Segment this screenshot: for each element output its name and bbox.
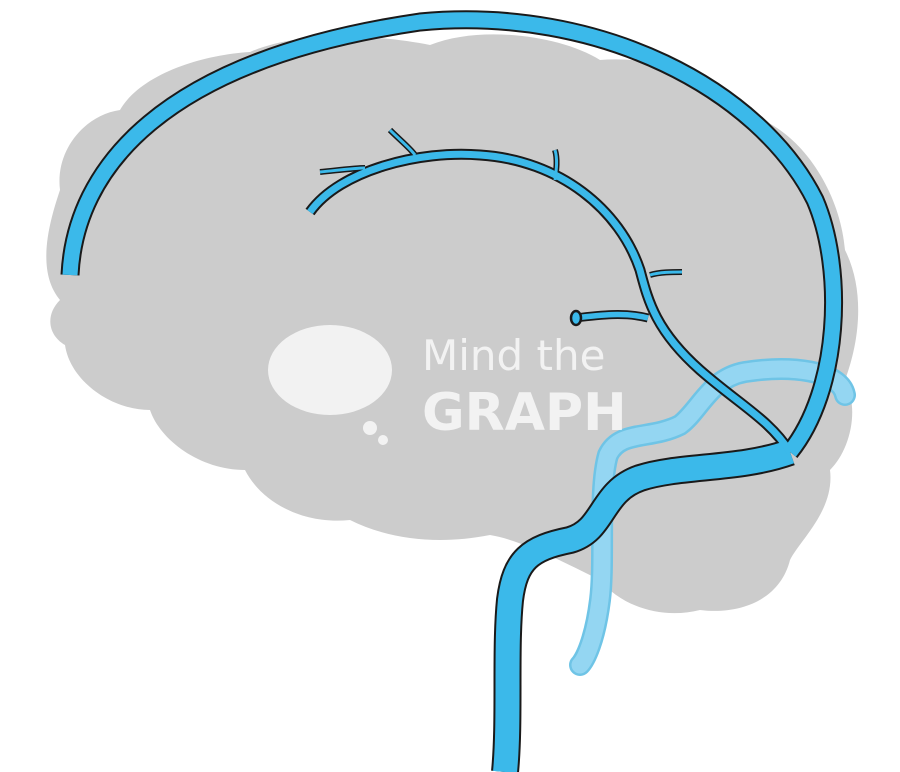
veins: [62, 12, 842, 772]
brain-silhouette: [46, 34, 859, 614]
vein-branch: [388, 128, 417, 156]
faded-vein-fill: [571, 360, 854, 674]
vein-branch: [649, 270, 683, 277]
vein-opening: [569, 309, 583, 327]
transverse-sigmoid-sinus: [493, 440, 795, 772]
watermark-line2: GRAPH: [422, 383, 627, 443]
brain-logo-icon: [268, 325, 392, 445]
mind-the-graph-watermark: Mind the GRAPH: [268, 325, 627, 445]
watermark-line1: Mind the: [422, 331, 605, 380]
vein-branch: [319, 166, 366, 174]
inferior-sagittal-straight-sinus: [307, 150, 793, 454]
superior-sagittal-sinus: [62, 12, 842, 457]
vein-branch: [553, 149, 559, 181]
